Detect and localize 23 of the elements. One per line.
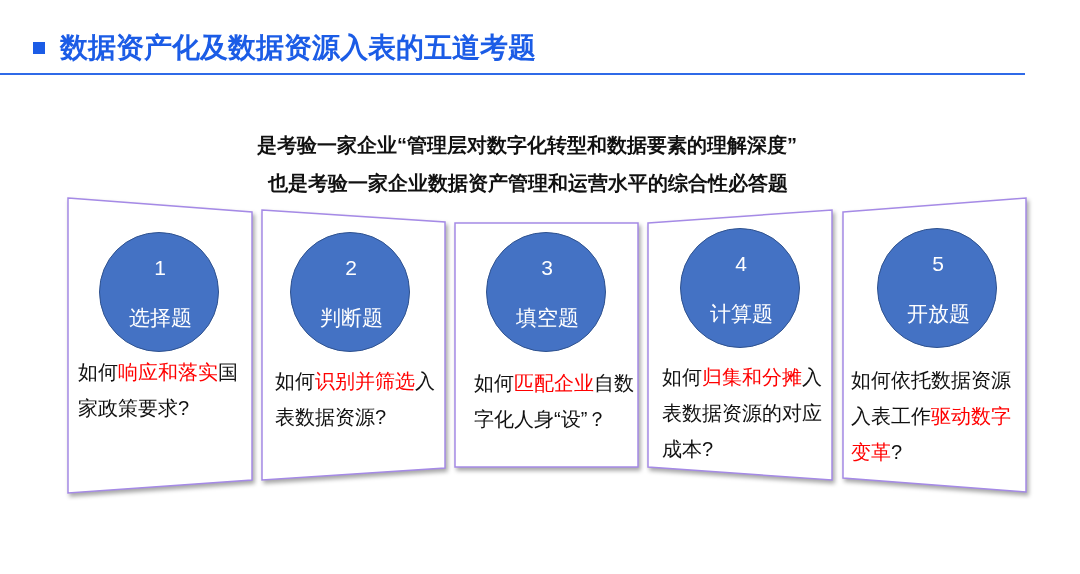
- question-card: [843, 198, 1026, 492]
- subtitle-text: 也是考验一家企业数据资产管理和运营水平的综合性必答题: [268, 171, 788, 196]
- question-text: 如何匹配企业自数字化人身“设”？: [474, 371, 635, 432]
- question-type: 填空题: [515, 305, 579, 331]
- question-card: [262, 210, 445, 480]
- question-number: 5: [932, 251, 944, 277]
- question-text: 如何依托数据资源入表工作驱动数字变革?: [851, 368, 1012, 465]
- question-type: 选择题: [128, 305, 192, 331]
- question-number: 3: [541, 255, 553, 281]
- question-text: 如何归集和分摊入表数据资源的对应成本?: [662, 365, 823, 462]
- question-card: [68, 198, 252, 493]
- question-type: 开放题: [906, 301, 970, 327]
- question-type: 判断题: [319, 305, 383, 331]
- question-type: 计算题: [709, 301, 773, 327]
- question-card: [455, 223, 638, 467]
- subtitle-text: 是考验一家企业“管理层对数字化转型和数据要素的理解深度”: [257, 133, 797, 158]
- slide-title: 数据资产化及数据资源入表的五道考题: [60, 31, 536, 65]
- question-card: [648, 210, 832, 480]
- question-number: 2: [345, 255, 357, 281]
- question-number: 1: [154, 255, 166, 281]
- question-text: 如何响应和落实国家政策要求?: [78, 360, 239, 421]
- question-number: 4: [735, 251, 747, 277]
- question-text: 如何识别并筛选入表数据资源?: [275, 369, 436, 430]
